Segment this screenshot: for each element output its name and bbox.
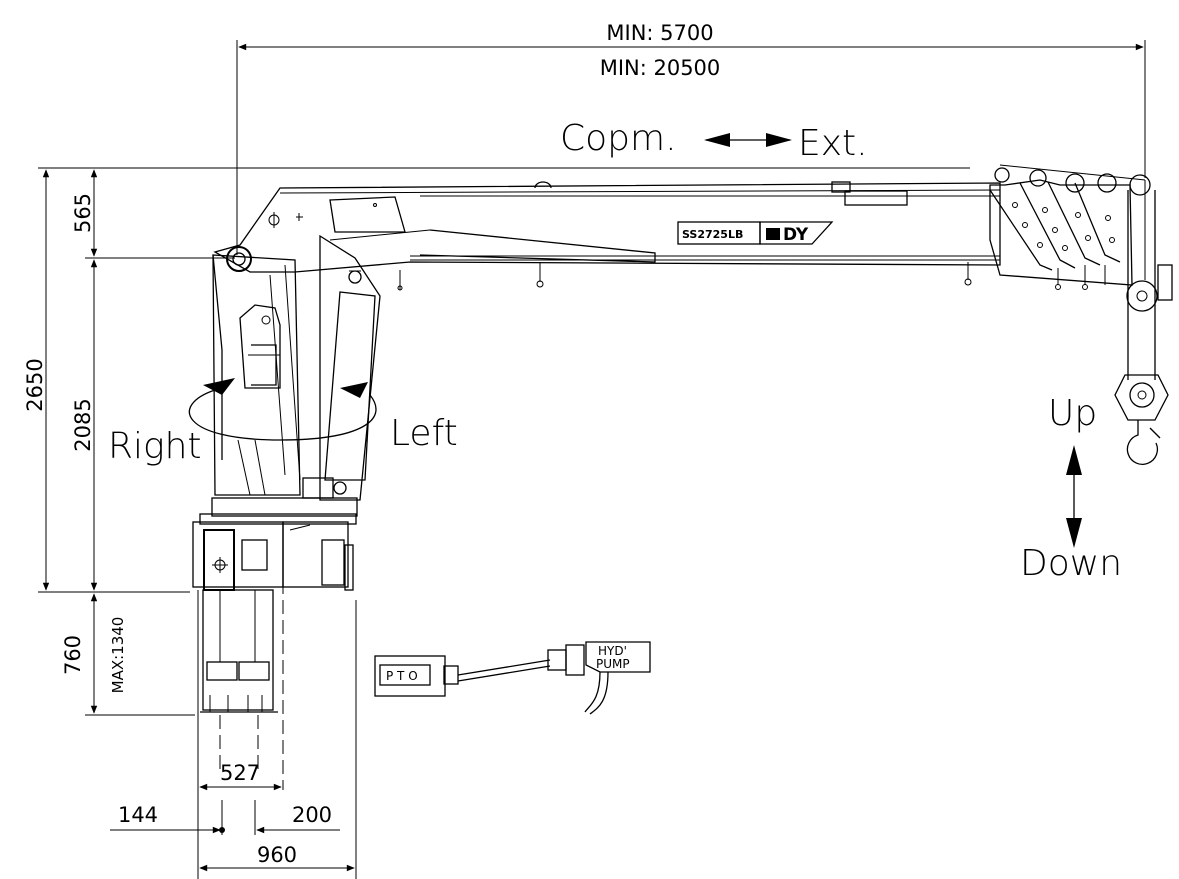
arrow-down-icon [1066,518,1082,548]
foot-width-label: 960 [257,843,297,867]
arrow-right-icon [766,133,792,147]
pto-pump-assembly: P T O HYD' PUMP [374,641,651,715]
boom-motion-indicator: Copm. Ext. [560,118,868,164]
offset-left-label: 144 [118,803,158,827]
hook-down-label: Down [1020,543,1122,584]
brand-logo: DY [783,225,809,245]
height-dimensions: 2650 565 2085 760 MAX:1340 [23,167,970,716]
boom-comp-label: Copm. [560,118,677,159]
base-width-label: 527 [220,761,260,785]
height-total-label: 2650 [23,358,47,411]
height-top-label: 565 [71,193,95,233]
base-dimensions: 527 144 200 960 [110,590,357,879]
offset-right-label: 200 [292,803,332,827]
pump-label-line2: PUMP [596,657,630,671]
reach-dimension: MIN: 5700 MIN: 20500 [236,21,1146,255]
boom-ext-label: Ext. [798,123,868,164]
outrigger-max-label: MAX:1340 [109,617,127,694]
pump-label-line1: HYD' [598,644,627,658]
crane-column: Right Left [108,234,458,501]
height-column-label: 2085 [71,398,95,451]
crane-base [192,497,358,790]
boom-extensions [989,164,1151,290]
arrow-left-icon [704,133,730,147]
hook-block [1114,180,1173,465]
outrigger-down-label: 760 [61,635,85,675]
hook-motion-indicator: Up Down [1020,393,1122,584]
reach-min-long-label: MIN: 20500 [600,56,721,80]
rotate-left-arrow-icon [340,382,368,398]
model-label: SS2725LB [682,228,743,241]
pto-label: P T O [386,669,418,683]
main-boom: SS2725LB DY [213,181,1001,288]
rotate-right-arrow-icon [203,378,235,395]
arrow-up-icon [1066,445,1082,475]
rotate-right-label: Right [108,426,202,467]
rotate-left-label: Left [390,413,458,454]
hook-up-label: Up [1048,393,1097,434]
reach-min-short-label: MIN: 5700 [606,21,713,45]
